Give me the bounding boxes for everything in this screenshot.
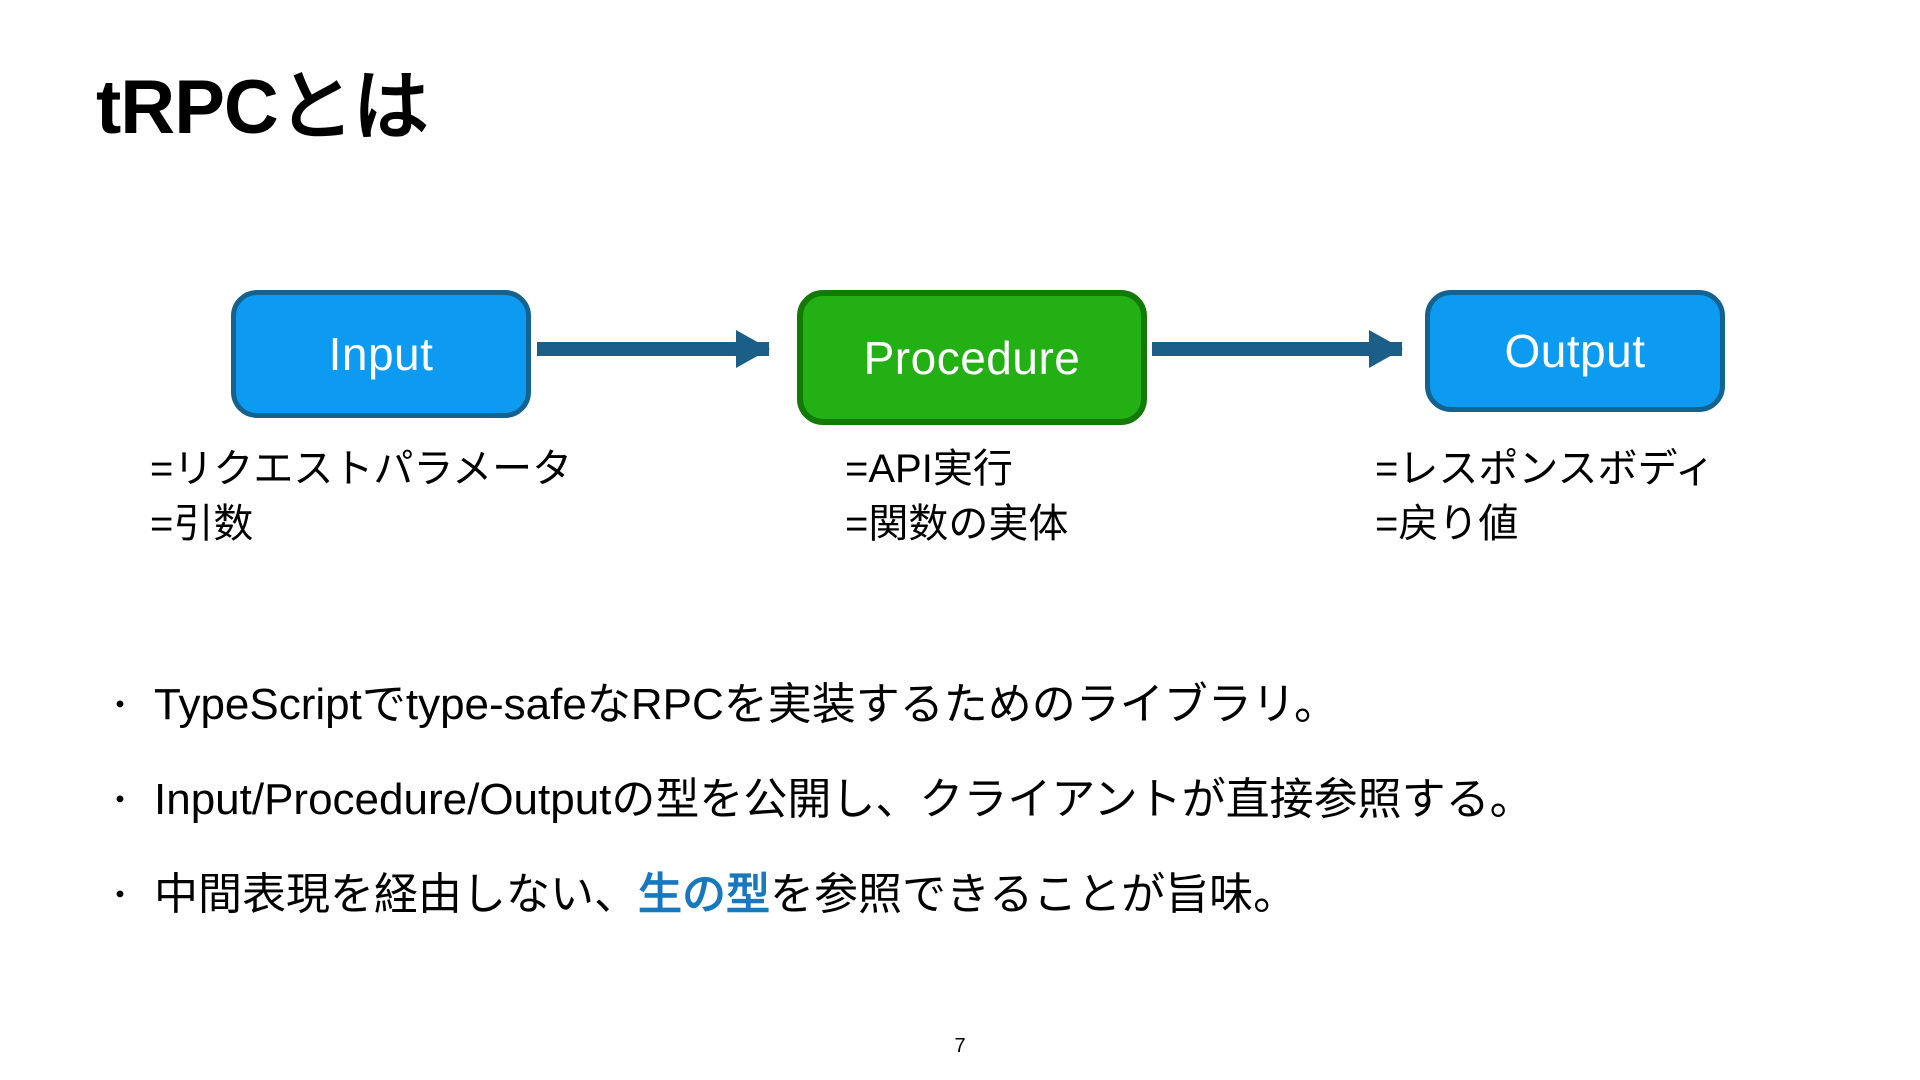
bullet-item-1-pre: TypeScriptでtype-safeなRPCを実装するためのライブラリ。 [154, 680, 1338, 729]
bullet-marker-icon: ・ [104, 782, 137, 819]
bullet-marker-icon: ・ [104, 877, 137, 914]
annotation-input-line-1: =リクエストパラメータ [150, 447, 573, 491]
flow-diagram: Input Procedure Output =リクエストパラメータ =引数 =… [0, 280, 1920, 570]
bullet-item-2-text: Input/Procedure/Outputの型を公開し、クライアントが直接参照… [154, 775, 1534, 826]
bullet-list: ・ TypeScriptでtype-safeなRPCを実装するためのライブラリ。… [96, 680, 1856, 922]
annotation-procedure-line-2: =関数の実体 [845, 502, 1069, 547]
arrow-input-to-procedure [537, 330, 770, 368]
bullet-item-2: ・ Input/Procedure/Outputの型を公開し、クライアントが直接… [96, 775, 1856, 826]
bullet-marker-icon: ・ [104, 687, 137, 723]
bullet-item-3: ・ 中間表現を経由しない、生の型を参照できることが旨味。 [96, 870, 1856, 921]
arrow-shaft [537, 342, 769, 356]
annotation-output: =レスポンスボディ =戻り値 [1375, 442, 1715, 552]
bullet-item-3-text: 中間表現を経由しない、生の型を参照できることが旨味。 [154, 870, 1297, 921]
diagram-node-output: Output [1425, 290, 1725, 412]
diagram-node-procedure: Procedure [797, 290, 1147, 425]
annotation-procedure: =API実行 =関数の実体 [845, 442, 1068, 552]
annotation-input: =リクエストパラメータ =引数 [150, 442, 572, 552]
diagram-node-output-label: Output [1504, 325, 1646, 377]
arrow-procedure-to-output [1152, 330, 1403, 368]
annotation-output-line-2: =戻り値 [1375, 502, 1519, 547]
diagram-node-input: Input [231, 290, 531, 418]
diagram-node-input-label: Input [328, 328, 434, 380]
annotation-procedure-line-1: =API実行 [845, 447, 1013, 491]
page-number: 7 [954, 1035, 966, 1057]
bullet-item-3-pre: 中間表現を経由しない、 [154, 870, 638, 920]
arrow-shaft [1152, 342, 1402, 356]
arrow-head-icon [1369, 330, 1403, 368]
bullet-item-1: ・ TypeScriptでtype-safeなRPCを実装するためのライブラリ。 [96, 680, 1856, 731]
annotation-input-line-2: =引数 [150, 502, 254, 547]
annotation-output-line-1: =レスポンスボディ [1375, 447, 1715, 491]
diagram-node-procedure-label: Procedure [863, 331, 1081, 384]
arrow-head-icon [736, 330, 770, 368]
bullet-item-3-highlight: 生の型 [638, 870, 770, 920]
bullet-item-1-text: TypeScriptでtype-safeなRPCを実装するためのライブラリ。 [154, 680, 1338, 731]
bullet-item-3-post: を参照できることが旨味。 [770, 870, 1298, 920]
page-title: tRPCとは [96, 65, 429, 150]
bullet-item-2-pre: Input/Procedure/Outputの型を公開し、クライアントが直接参照… [154, 775, 1534, 825]
